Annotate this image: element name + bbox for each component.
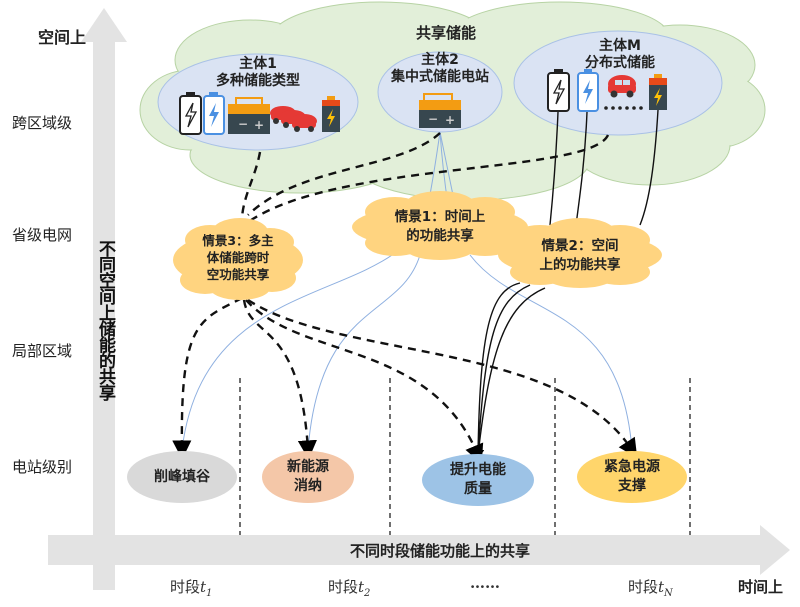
period-2-prefix: 时段 (328, 578, 359, 596)
level-station: 电站级别 (12, 458, 73, 476)
function-power-quality-line1: 提升电能 (450, 462, 506, 478)
battery-blue-icon (203, 92, 225, 135)
svg-text:−: − (428, 112, 438, 126)
scenario-1-label: 情景1：时间上 的功能共享 (370, 208, 510, 246)
entity-1-label: 主体1 多种储能类型 (200, 56, 316, 90)
scenario-3-label: 情景3：多主 体储能跨时 空功能共享 (183, 232, 293, 283)
scenario-1-cloud (352, 191, 528, 260)
entity-2-subtitle: 集中式储能电站 (391, 69, 489, 85)
x-axis-label: 时间上 (738, 578, 784, 596)
diagram-title: 共享储能 (416, 24, 477, 42)
scenario-1-line1: 情景1：时间上 (394, 209, 486, 225)
dry-cell-battery-icon (649, 74, 667, 110)
function-power-quality-ellipse (422, 454, 534, 506)
battery-outline-icon (179, 92, 202, 135)
scenario-2-cloud (498, 218, 662, 288)
scenario-3-line1: 情景3：多主 (202, 233, 274, 248)
function-renewable-ellipse (262, 451, 354, 503)
scenario-2-line2: 上的功能共享 (539, 257, 621, 273)
entity-1-title: 主体1 (239, 56, 277, 72)
function-renewable-line2: 消纳 (294, 478, 322, 494)
svg-text:−: − (238, 117, 248, 131)
function-emergency-line1: 紧急电源 (604, 459, 660, 475)
period-1-var: t (200, 578, 207, 596)
period-n-sub: N (664, 588, 673, 599)
battery-blue-icon (577, 69, 599, 112)
scenario-2-label: 情景2：空间 上的功能共享 (510, 237, 650, 275)
function-renewable-line1: 新能源 (287, 459, 329, 475)
scenario-1-line2: 的功能共享 (406, 228, 474, 244)
lead-acid-battery-icon: − + (419, 93, 461, 128)
y-axis-label: 空间上 (38, 28, 87, 47)
period-n: 时段tN (628, 576, 673, 599)
entity-m-title: 主体M (599, 38, 641, 54)
ev-car-icon (291, 114, 317, 132)
period-2-var: t (358, 578, 365, 596)
horizontal-axis-arrow (48, 525, 790, 575)
period-2: 时段t2 (328, 576, 370, 599)
function-peak-shaving: 削峰填谷 (132, 468, 232, 487)
period-1-prefix: 时段 (170, 578, 201, 596)
period-n-var: t (658, 578, 665, 596)
entity-m-subtitle: 分布式储能 (585, 55, 655, 71)
period-dividers (239, 378, 691, 535)
function-peak-shaving-ellipse (127, 451, 237, 503)
period-2-sub: 2 (364, 588, 371, 599)
lead-acid-battery-icon: − + (228, 97, 270, 134)
scenario-3-line2: 体储能跨时 (206, 250, 270, 265)
period-1-sub: 1 (206, 588, 213, 599)
entity-m-label: 主体M 分布式储能 (560, 38, 680, 72)
scenario-2-line1: 情景2：空间 (541, 238, 619, 254)
svg-text:+: + (254, 118, 264, 132)
entity-2-label: 主体2 集中式储能电站 (378, 52, 502, 86)
level-local-region: 局部区域 (12, 342, 73, 360)
y-band-label: 不同空间上储能的共享 (95, 240, 115, 400)
function-power-quality: 提升电能 质量 (428, 461, 528, 499)
function-emergency-ellipse (577, 451, 687, 503)
function-emergency-line2: 支撑 (618, 478, 646, 494)
svg-text:+: + (445, 113, 455, 127)
x-band-label: 不同时段储能功能上的共享 (349, 542, 530, 560)
entity-1-subtitle: 多种储能类型 (216, 73, 300, 89)
battery-outline-icon (547, 69, 570, 112)
scenario-2-links (473, 109, 659, 461)
period-ellipsis: …… (470, 574, 500, 592)
period-n-prefix: 时段 (628, 578, 659, 596)
vertical-axis-arrow (81, 8, 127, 590)
entity-2-title: 主体2 (421, 52, 459, 68)
function-emergency: 紧急电源 支撑 (582, 458, 682, 496)
function-power-quality-line2: 质量 (464, 481, 492, 497)
function-renewable: 新能源 消纳 (263, 458, 353, 496)
function-peak-shaving-label: 削峰填谷 (154, 469, 210, 485)
dry-cell-battery-icon (322, 96, 340, 132)
period-1: 时段t1 (170, 576, 212, 599)
ellipsis-dots (604, 106, 643, 110)
level-provincial-grid: 省级电网 (12, 226, 73, 244)
level-cross-region: 跨区域级 (12, 114, 73, 132)
scenario-3-line3: 空功能共享 (206, 267, 270, 282)
scenario-3-cloud (173, 218, 303, 300)
ev-car-icon (608, 75, 636, 98)
